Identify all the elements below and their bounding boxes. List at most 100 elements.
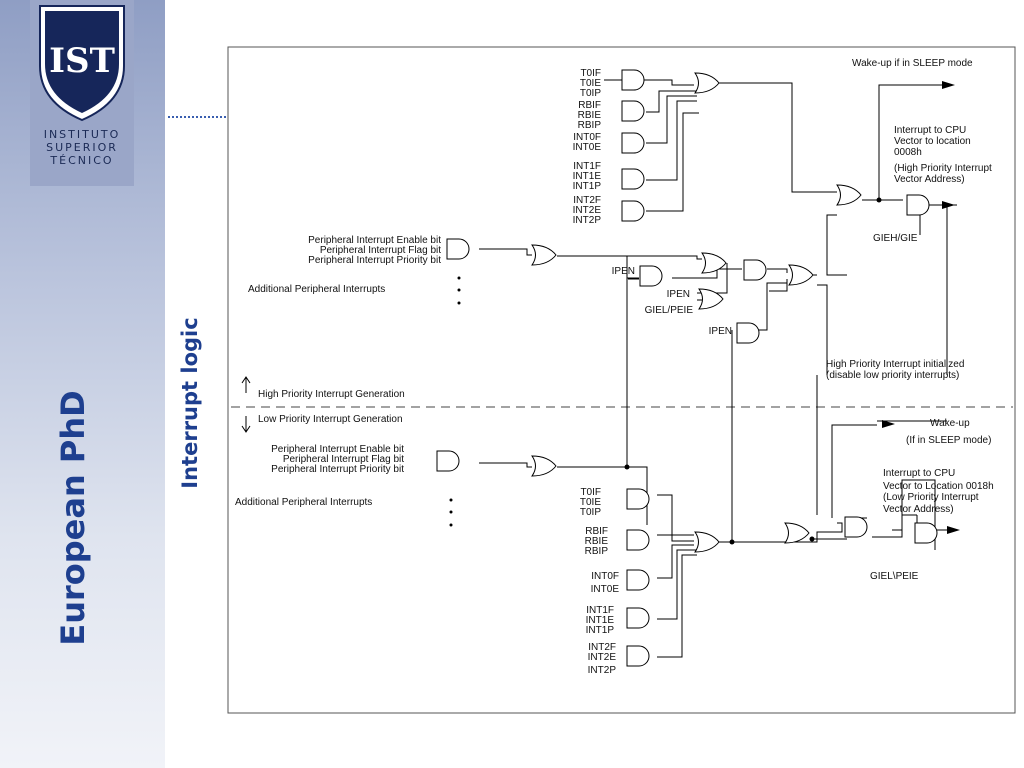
low-rbif-label: RBIF: [585, 526, 608, 537]
high-or-gate: [694, 72, 720, 94]
rbip-label: RBIP: [578, 120, 602, 131]
low-priority-or-gate: [784, 522, 810, 544]
int1e-label: INT1E: [573, 171, 602, 182]
additional-high-label: Additional Peripheral Interrupts: [248, 284, 385, 295]
int0f-label: INT0F: [573, 132, 601, 143]
or-gate-d: [788, 264, 814, 286]
int2f-label: INT2F: [573, 195, 601, 206]
low-wakeup-note: (If in SLEEP mode): [906, 435, 991, 446]
low-cpu-note-1: Interrupt to CPU: [883, 468, 955, 479]
interrupt-logic-diagram: T0IF T0IE T0IP RBIF RBIE RBIP INT0F INT0…: [227, 46, 1016, 714]
low-generation-label: Low Priority Interrupt Generation: [258, 414, 403, 425]
high-cpu-arrow-icon: [942, 201, 955, 209]
ipen-and-gate-2: [736, 322, 760, 344]
gieh-and-gate: [906, 194, 930, 216]
init-note-1: High Priority Interrupt initialized: [826, 359, 964, 370]
giel-peie-label: GIEL/PEIE: [645, 305, 694, 316]
low-int1f-label: INT1F: [586, 605, 614, 616]
int1p-label: INT1P: [573, 181, 602, 192]
high-cpu-note-1: Interrupt to CPU: [894, 125, 966, 136]
high-cpu-note-4: (High Priority Interrupt: [894, 163, 992, 174]
periph-low-and-gate: [436, 450, 460, 472]
periph-priority-label: Peripheral Interrupt Priority bit: [308, 255, 441, 266]
junctions: [624, 81, 960, 545]
logo-line-1: INSTITUTO: [43, 128, 121, 141]
and-gate-c: [743, 259, 767, 281]
logo-monogram: IST: [49, 41, 115, 81]
high-cpu-note-2: Vector to location: [894, 136, 971, 147]
low-rbie-label: RBIE: [585, 536, 609, 547]
low-cpu-arrow-icon: [947, 526, 960, 534]
t0ie-label: T0IE: [580, 78, 601, 89]
rbie-label: RBIE: [578, 110, 602, 121]
giel-and-gate: [914, 522, 938, 544]
logo-line-3: TÉCNICO: [50, 154, 114, 167]
continuation-dots: [449, 276, 461, 527]
low-or-gate: [694, 531, 720, 553]
high-cpu-note-5: Vector Address): [894, 174, 965, 185]
ipen-label-1: IPEN: [612, 266, 635, 277]
int1-low-and-gate: [626, 607, 650, 629]
t0ip-label: T0IP: [580, 88, 601, 99]
low-cpu-note-3: (Low Priority Interrupt: [883, 492, 979, 503]
low-cpu-note-4: Vector Address): [883, 504, 954, 515]
section-title: Interrupt logic: [178, 317, 202, 489]
ipen-and-gate: [639, 265, 663, 287]
low-t0ip-label: T0IP: [580, 507, 601, 518]
periph-high-or-gate: [531, 244, 557, 266]
int2p-label: INT2P: [573, 215, 602, 226]
int0-and-gate: [621, 132, 645, 154]
low-int0e-label: INT0E: [591, 584, 620, 595]
diagram-frame: [227, 46, 1016, 714]
periph-enable-label: Peripheral Interrupt Enable bit: [308, 235, 441, 246]
rbif-label: RBIF: [578, 100, 601, 111]
periph-flag-label: Peripheral Interrupt Flag bit: [320, 245, 441, 256]
slide-sidebar-title: European PhD: [54, 390, 92, 646]
periph-high-and-gate: [446, 238, 470, 260]
low-int2p-label: INT2P: [588, 665, 617, 676]
rb-low-and-gate: [626, 529, 650, 551]
ist-shield-icon: IST: [39, 5, 125, 122]
t0-low-and-gate: [626, 488, 650, 510]
int0-low-and-gate: [626, 569, 650, 591]
int2e-label: INT2E: [573, 205, 602, 216]
int1-and-gate: [621, 168, 645, 190]
ipen-label-3: IPEN: [709, 326, 732, 337]
low-int1e-label: INT1E: [586, 615, 615, 626]
t0if-label: T0IF: [580, 68, 601, 79]
high-wakeup-arrow-icon: [942, 81, 955, 89]
or-gate-b: [698, 288, 724, 310]
giel-label: GIEL\PEIE: [870, 571, 919, 582]
high-wakeup-label: Wake-up if in SLEEP mode: [852, 58, 973, 69]
ipen-label-2: IPEN: [667, 289, 690, 300]
low-wakeup-arrow-icon: [882, 420, 895, 428]
low-t0ie-label: T0IE: [580, 497, 601, 508]
low-int0f-label: INT0F: [591, 571, 619, 582]
low-cpu-note-2: Vector to Location 0018h: [883, 481, 994, 492]
dotted-connector: [168, 116, 226, 118]
low-int1p-label: INT1P: [586, 625, 615, 636]
t0-and-gate: [621, 69, 645, 91]
low-rbip-label: RBIP: [585, 546, 609, 557]
int2-low-and-gate: [626, 645, 650, 667]
low-t0if-label: T0IF: [580, 487, 601, 498]
low-wakeup-label: Wake-up: [930, 418, 970, 429]
int0e-label: INT0E: [573, 142, 602, 153]
periph-low-or-gate: [531, 455, 557, 477]
int1f-label: INT1F: [573, 161, 601, 172]
low-periph-priority-label: Peripheral Interrupt Priority bit: [271, 464, 404, 475]
int2-and-gate: [621, 200, 645, 222]
gieh-gie-label: GIEH/GIE: [873, 233, 918, 244]
or-gate-a: [701, 252, 727, 274]
low-int2e-label: INT2E: [588, 652, 617, 663]
low-periph-enable-label: Peripheral Interrupt Enable bit: [271, 444, 404, 455]
high-priority-or-gate: [836, 184, 862, 206]
low-enable-and-gate: [844, 516, 868, 538]
logo-line-2: SUPERIOR: [46, 141, 118, 154]
init-note-2: (disable low priority interrupts): [826, 370, 959, 381]
high-generation-label: High Priority Interrupt Generation: [258, 389, 405, 400]
high-cpu-note-3: 0008h: [894, 147, 922, 158]
